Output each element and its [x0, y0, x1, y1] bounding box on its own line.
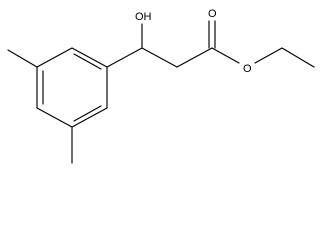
ring-bond-1 — [71, 47, 108, 68]
methyl-bond-upper — [7, 49, 38, 68]
ring-bond-4 — [36, 107, 73, 128]
bond-carbinol-to-ch2 — [141, 47, 178, 68]
ring-double-bond-inner-1 — [73, 53, 102, 70]
bond-ring-to-carbinol — [106, 47, 143, 68]
ring-bond-3 — [71, 107, 108, 128]
ring-double-bond-inner-2 — [73, 105, 102, 122]
bond-ch2-to-carbonyl — [176, 47, 213, 68]
chemical-structure: OH O O — [7, 8, 315, 164]
hydroxyl-label: OH — [135, 11, 152, 23]
bond-ester-o-to-ch2 — [254, 47, 283, 64]
bond-carbonyl-to-ester-o — [211, 47, 240, 64]
carbonyl-oxygen-label: O — [208, 8, 217, 20]
bond-ethyl — [281, 47, 315, 68]
ester-oxygen-label: O — [243, 63, 252, 75]
structure-canvas: OH O O — [7, 8, 315, 164]
benzene-ring — [36, 47, 108, 128]
ring-bond-6 — [36, 47, 73, 68]
